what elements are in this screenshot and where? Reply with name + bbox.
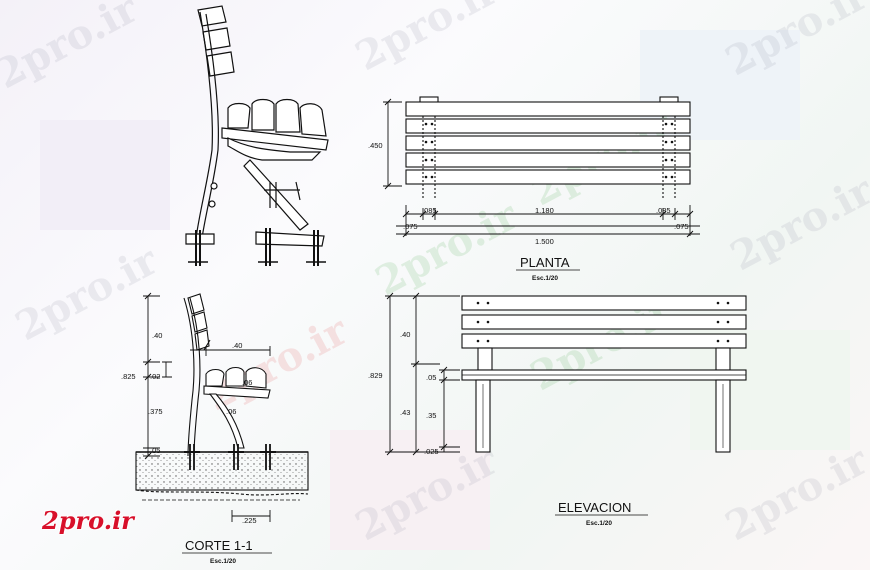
dim-section-seat-height: .375 <box>148 407 163 416</box>
elevation-back-slat <box>461 295 747 311</box>
dim-section-total-height: .825 <box>121 372 136 381</box>
dim-plan-right-edge: .075 <box>674 222 689 231</box>
section-dimensions: .40 .825 .02 .375 .05 .40 .06 .06 .225 <box>121 331 257 525</box>
plan-dimensions: .450 .085 1.180 .085 .075 .075 1.500 <box>368 141 689 246</box>
elevation-dimensions: .40 .829 .05 .43 .35 .025 <box>368 330 439 456</box>
plan-slat <box>405 135 691 151</box>
background-tile <box>40 120 170 230</box>
dim-plan-total: 1.500 <box>535 237 554 246</box>
dim-plan-depth: .450 <box>368 141 383 150</box>
dim-plan-left-small: .085 <box>422 206 437 215</box>
site-logo: 2pro.ir <box>42 506 134 535</box>
plan-scale: Esc.1/20 <box>532 275 558 282</box>
dim-elevation-total-height: .829 <box>368 371 383 380</box>
dim-plan-left-edge: .075 <box>403 222 418 231</box>
plan-slat <box>405 169 691 185</box>
dim-elevation-lower: .43 <box>400 408 410 417</box>
dim-section-seat-tilt: .06 <box>242 378 252 387</box>
dim-elevation-back: .40 <box>400 330 410 339</box>
plan-slat <box>405 118 691 134</box>
section-scale: Esc.1/20 <box>210 558 236 565</box>
plan-slat <box>405 152 691 168</box>
plan-title: PLANTA <box>520 255 570 270</box>
dim-elevation-foot: .025 <box>424 447 439 456</box>
dim-section-gap: .02 <box>150 372 160 381</box>
bench-side-sketch <box>185 5 329 266</box>
elevation-scale: Esc.1/20 <box>586 520 612 527</box>
elevation-view <box>385 292 747 456</box>
dim-section-base: .225 <box>242 516 257 525</box>
elevation-back-slat <box>461 314 747 330</box>
elevation-back-slat <box>461 333 747 349</box>
plan-view <box>383 96 700 238</box>
dim-elevation-seat-thick: .05 <box>426 373 436 382</box>
dim-elevation-leg: .35 <box>426 411 436 420</box>
dim-section-seat-depth: .40 <box>232 341 242 350</box>
dim-plan-right-small: .085 <box>656 206 671 215</box>
background-tile <box>330 430 490 550</box>
section-view <box>135 292 309 522</box>
section-title: CORTE 1-1 <box>185 538 253 553</box>
dim-section-foot: .05 <box>150 446 160 455</box>
dim-section-support: .06 <box>226 407 236 416</box>
dim-section-back: .40 <box>152 331 162 340</box>
plan-slat <box>405 101 691 117</box>
dim-plan-middle: 1.180 <box>535 206 554 215</box>
elevation-title: ELEVACION <box>558 500 631 515</box>
